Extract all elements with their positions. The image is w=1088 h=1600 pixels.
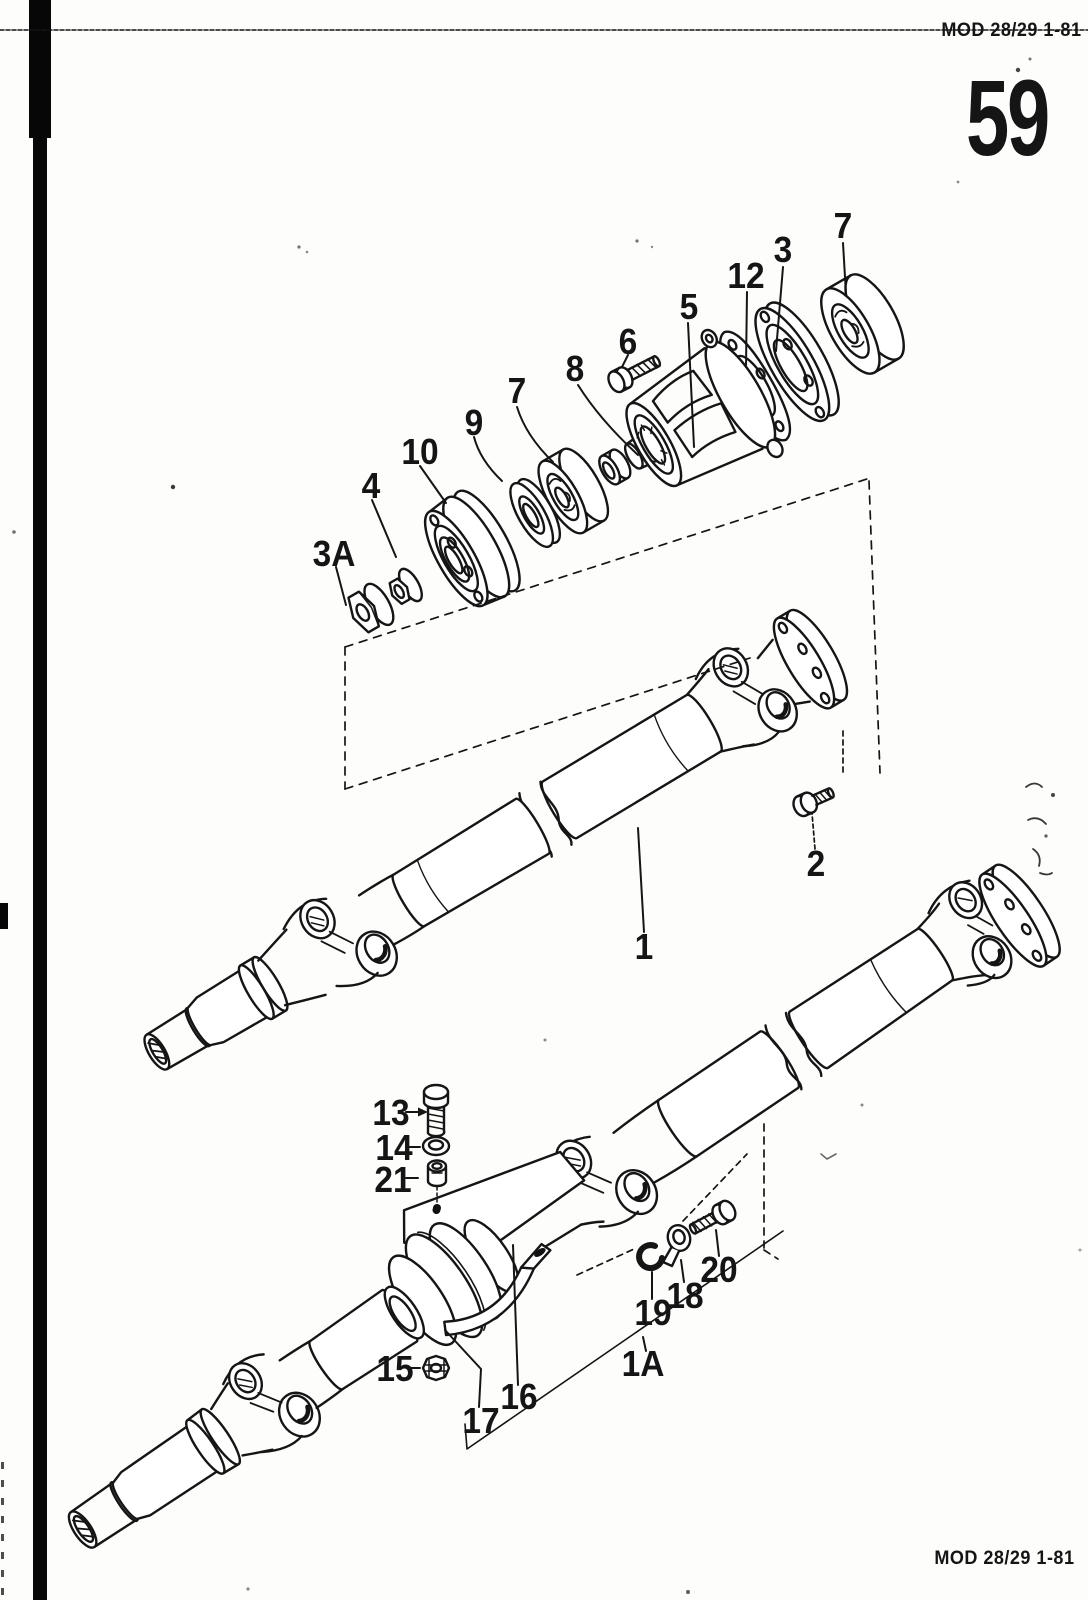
cv-housing-5 [623,328,784,488]
driveshaft-1a [67,863,1061,1549]
hardware-washer-14 [421,1135,451,1157]
footer-code: MOD 28/29 1-81 [933,1548,1074,1569]
page-number: 59 [965,57,1050,178]
bolt-2 [792,787,835,818]
flange-10 [423,489,521,608]
spacer-8 [598,448,632,486]
u-joint-rear-1a [210,1339,344,1457]
hardware-bolt-20 [688,1199,737,1235]
binding-bar [0,0,51,1600]
bearing-7-outer [820,273,905,375]
construction-lines [344,478,881,1450]
scan-smudges [820,782,1053,1160]
scan-specks [12,57,1082,1594]
u-joint-flange-rear [916,863,1061,987]
cover-3 [754,301,840,423]
bearing-7-mid [537,447,610,535]
hardware-nut-21 [426,1159,448,1212]
hardware-bolt-13 [422,1083,450,1138]
hardware-snap-ring-19 [636,1242,665,1272]
nut-4 [388,567,423,606]
splined-end [143,1007,211,1071]
hardware-lock-plate-18 [661,1223,692,1268]
u-joint-rear [257,873,426,1007]
u-joint-flange-front [685,608,849,753]
leader-lines [335,242,847,1408]
seal-ring-9 [509,477,562,549]
nut-3a [347,582,395,634]
exploded-assembly [347,273,905,634]
driveshaft-1 [143,608,849,1071]
header-code: MOD 28/29 1-81 [940,20,1081,41]
center-bearing [383,1150,586,1346]
bolt-6 [607,355,662,394]
hardware-nut-15 [421,1354,451,1382]
